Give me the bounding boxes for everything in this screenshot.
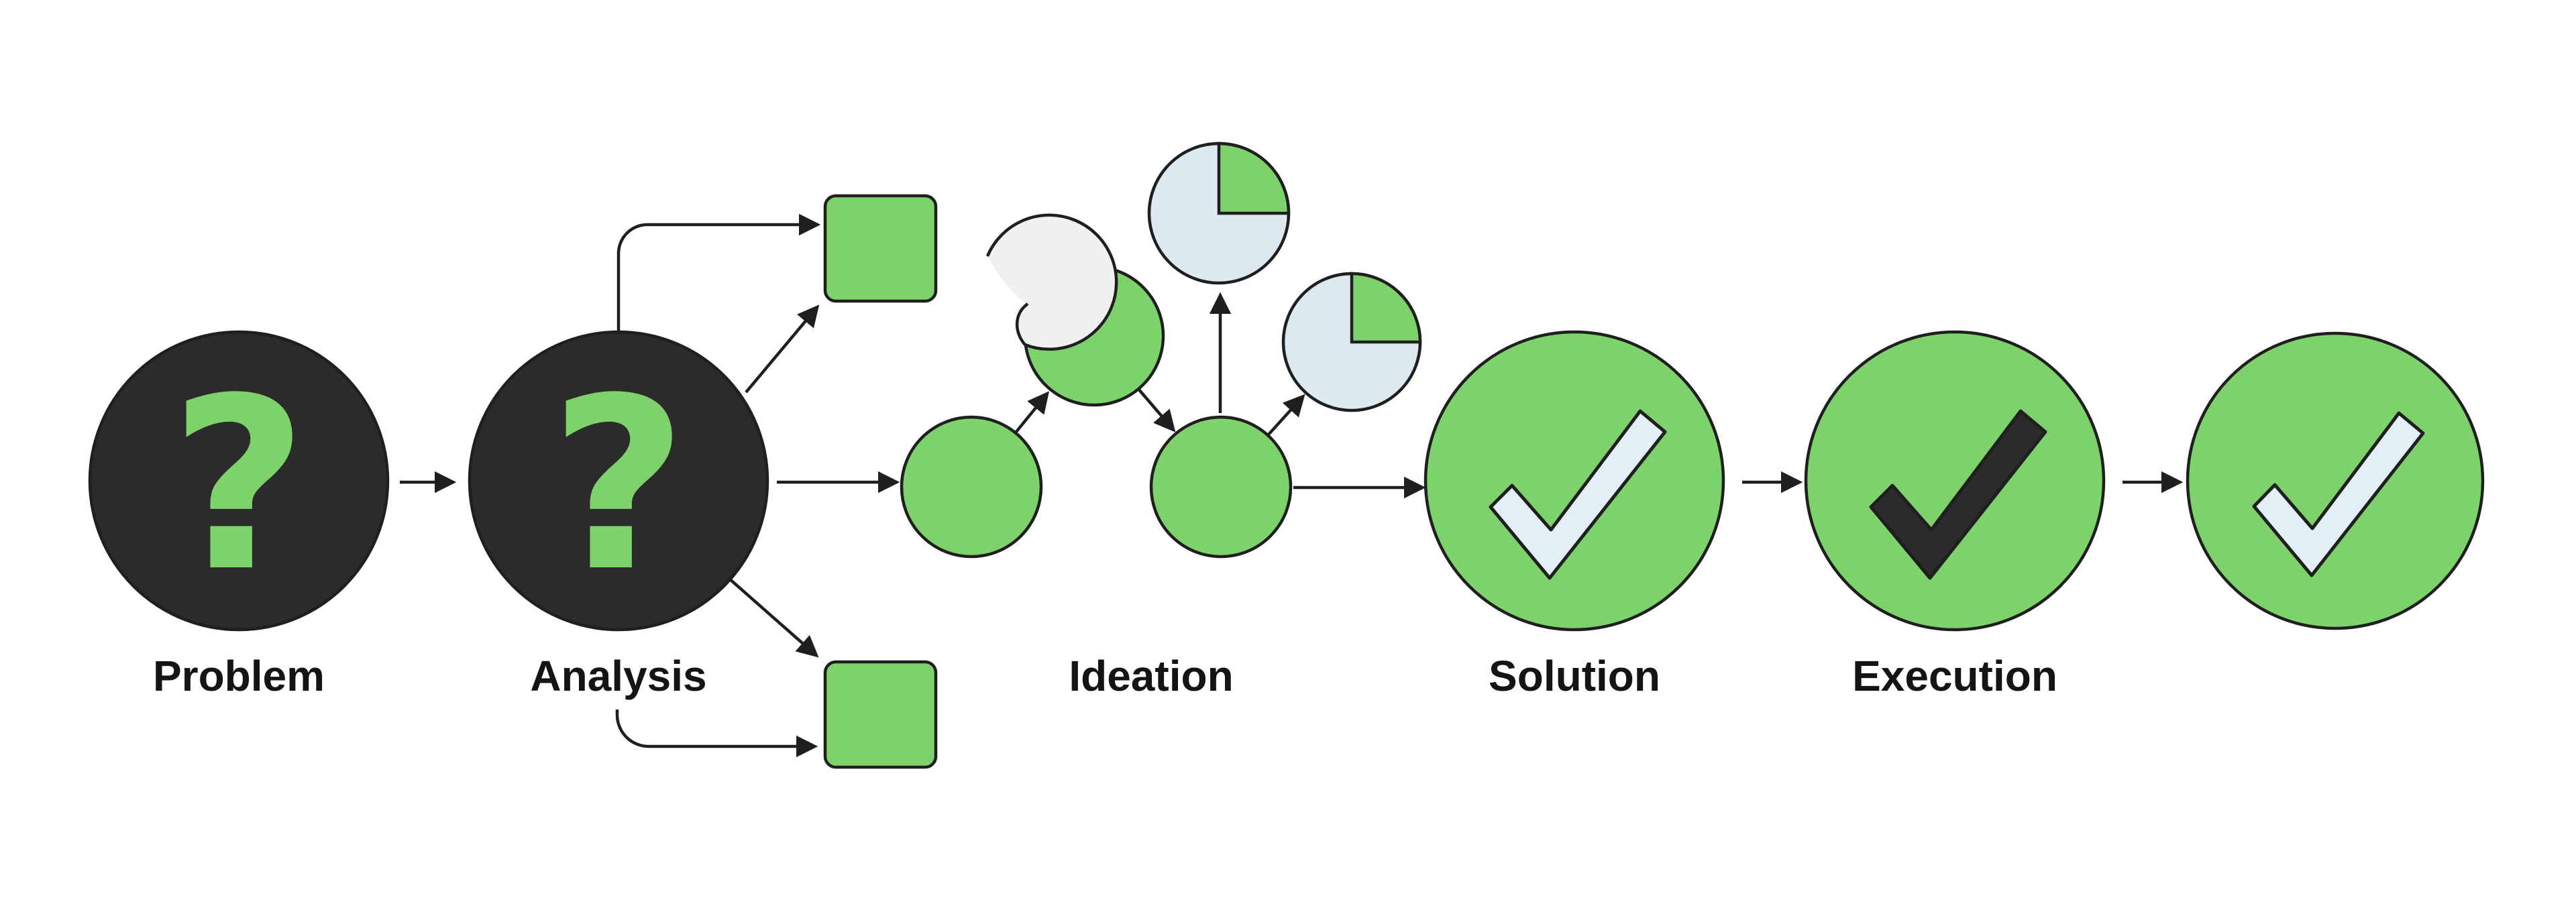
stage-done bbox=[2186, 331, 2485, 630]
arrow-analysis-top-box bbox=[745, 304, 820, 394]
stage-solution: Solution bbox=[1424, 330, 1725, 700]
option-box-top bbox=[823, 194, 938, 303]
stage-analysis: ? Analysis bbox=[468, 330, 769, 700]
question-mark-icon: ? bbox=[170, 347, 307, 624]
pie-top-quarter-slice bbox=[1217, 141, 1291, 215]
option-box-bottom bbox=[823, 660, 938, 769]
question-mark-icon: ? bbox=[549, 347, 687, 624]
solution-label: Solution bbox=[1489, 652, 1660, 700]
execution-label: Execution bbox=[1852, 652, 2057, 700]
execution-circle bbox=[1804, 330, 2106, 632]
solution-circle bbox=[1424, 330, 1725, 632]
arrow-ideation-to-right-pie bbox=[1267, 394, 1305, 437]
analysis-label: Analysis bbox=[530, 652, 706, 700]
swirl-curl-icon bbox=[1015, 302, 1029, 346]
swirl-cut-circle bbox=[987, 215, 1117, 349]
pie-right-quarter-slice bbox=[1350, 272, 1422, 344]
done-circle bbox=[2186, 331, 2485, 630]
arrow-ideation-1-to-2 bbox=[1014, 391, 1050, 434]
pie-chart-top bbox=[1147, 141, 1291, 285]
connector-analysis-top-box-curved bbox=[616, 213, 821, 332]
stage-execution: Execution bbox=[1804, 330, 2106, 700]
ideation-circle-1 bbox=[900, 415, 1043, 559]
connector-analysis-bottom-box-curved bbox=[615, 710, 818, 758]
checkmark-icon bbox=[1489, 409, 1667, 580]
ideation-label: Ideation bbox=[1069, 652, 1233, 700]
checkmark-icon bbox=[2252, 411, 2425, 577]
swirl-cut-circle-outline bbox=[985, 213, 1118, 351]
checkmark-icon bbox=[1869, 409, 2047, 580]
stage-problem: ? Problem bbox=[88, 330, 390, 700]
pie-chart-right bbox=[1281, 272, 1422, 412]
arrow-analysis-bottom-box bbox=[727, 577, 819, 658]
problem-label: Problem bbox=[153, 652, 325, 700]
problem-circle bbox=[88, 330, 390, 632]
stage-ideation: Ideation bbox=[900, 141, 1422, 700]
ideation-circle-3 bbox=[1149, 415, 1293, 559]
arrow-ideation-2-to-3 bbox=[1137, 388, 1176, 433]
